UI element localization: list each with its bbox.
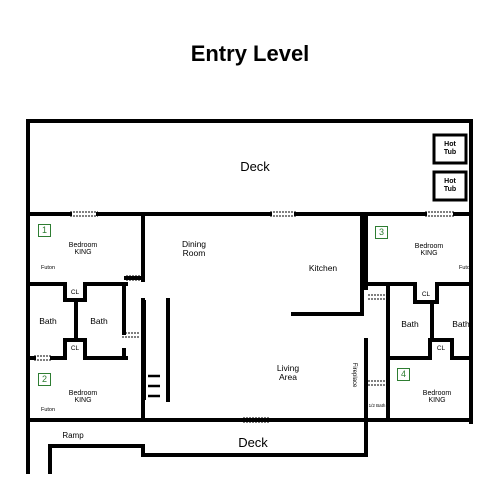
room-bath-left-b: Bath — [90, 316, 108, 326]
closet-2: CL — [70, 345, 80, 352]
hot-tub-1 — [432, 133, 468, 165]
room-bath-left-a: Bath — [39, 316, 57, 326]
room-kitchen: Kitchen — [308, 263, 338, 273]
room-deck-top: Deck — [240, 159, 270, 174]
futon-label-2: Futon — [40, 407, 56, 413]
closet-4: CL — [436, 345, 446, 352]
room-fireplace: Fireplace — [351, 362, 357, 388]
page-title: Entry Level — [190, 41, 310, 66]
room-number-2: 2 — [38, 373, 51, 386]
room-bedroom-2: Bedroom KING — [68, 390, 98, 405]
room-bedroom-1: Bedroom KING — [68, 242, 98, 257]
hot-tub-label-2: Hot Tub — [443, 178, 457, 193]
closet-1: CL — [70, 289, 80, 296]
room-deck-bottom: Deck — [238, 435, 268, 450]
room-half-bath: 1/2 Bath — [368, 403, 386, 408]
room-ramp: Ramp — [62, 431, 84, 440]
hot-tub-label-1: Hot Tub — [443, 141, 457, 156]
hot-tub-2 — [432, 170, 468, 202]
room-bath-right-b: Bath — [452, 319, 470, 329]
room-dining: Dining Room — [181, 239, 207, 258]
room-number-3: 3 — [375, 226, 388, 239]
room-living: Living Area — [276, 363, 300, 382]
room-number-4: 4 — [397, 368, 410, 381]
futon-label-3: Futon — [458, 265, 474, 271]
room-bedroom-3: Bedroom KING — [414, 243, 444, 258]
futon-label-1: Futon — [40, 265, 56, 271]
room-bath-right-a: Bath — [401, 319, 419, 329]
closet-3: CL — [421, 291, 431, 298]
room-bedroom-4: Bedroom KING — [422, 390, 452, 405]
room-number-1: 1 — [38, 224, 51, 237]
